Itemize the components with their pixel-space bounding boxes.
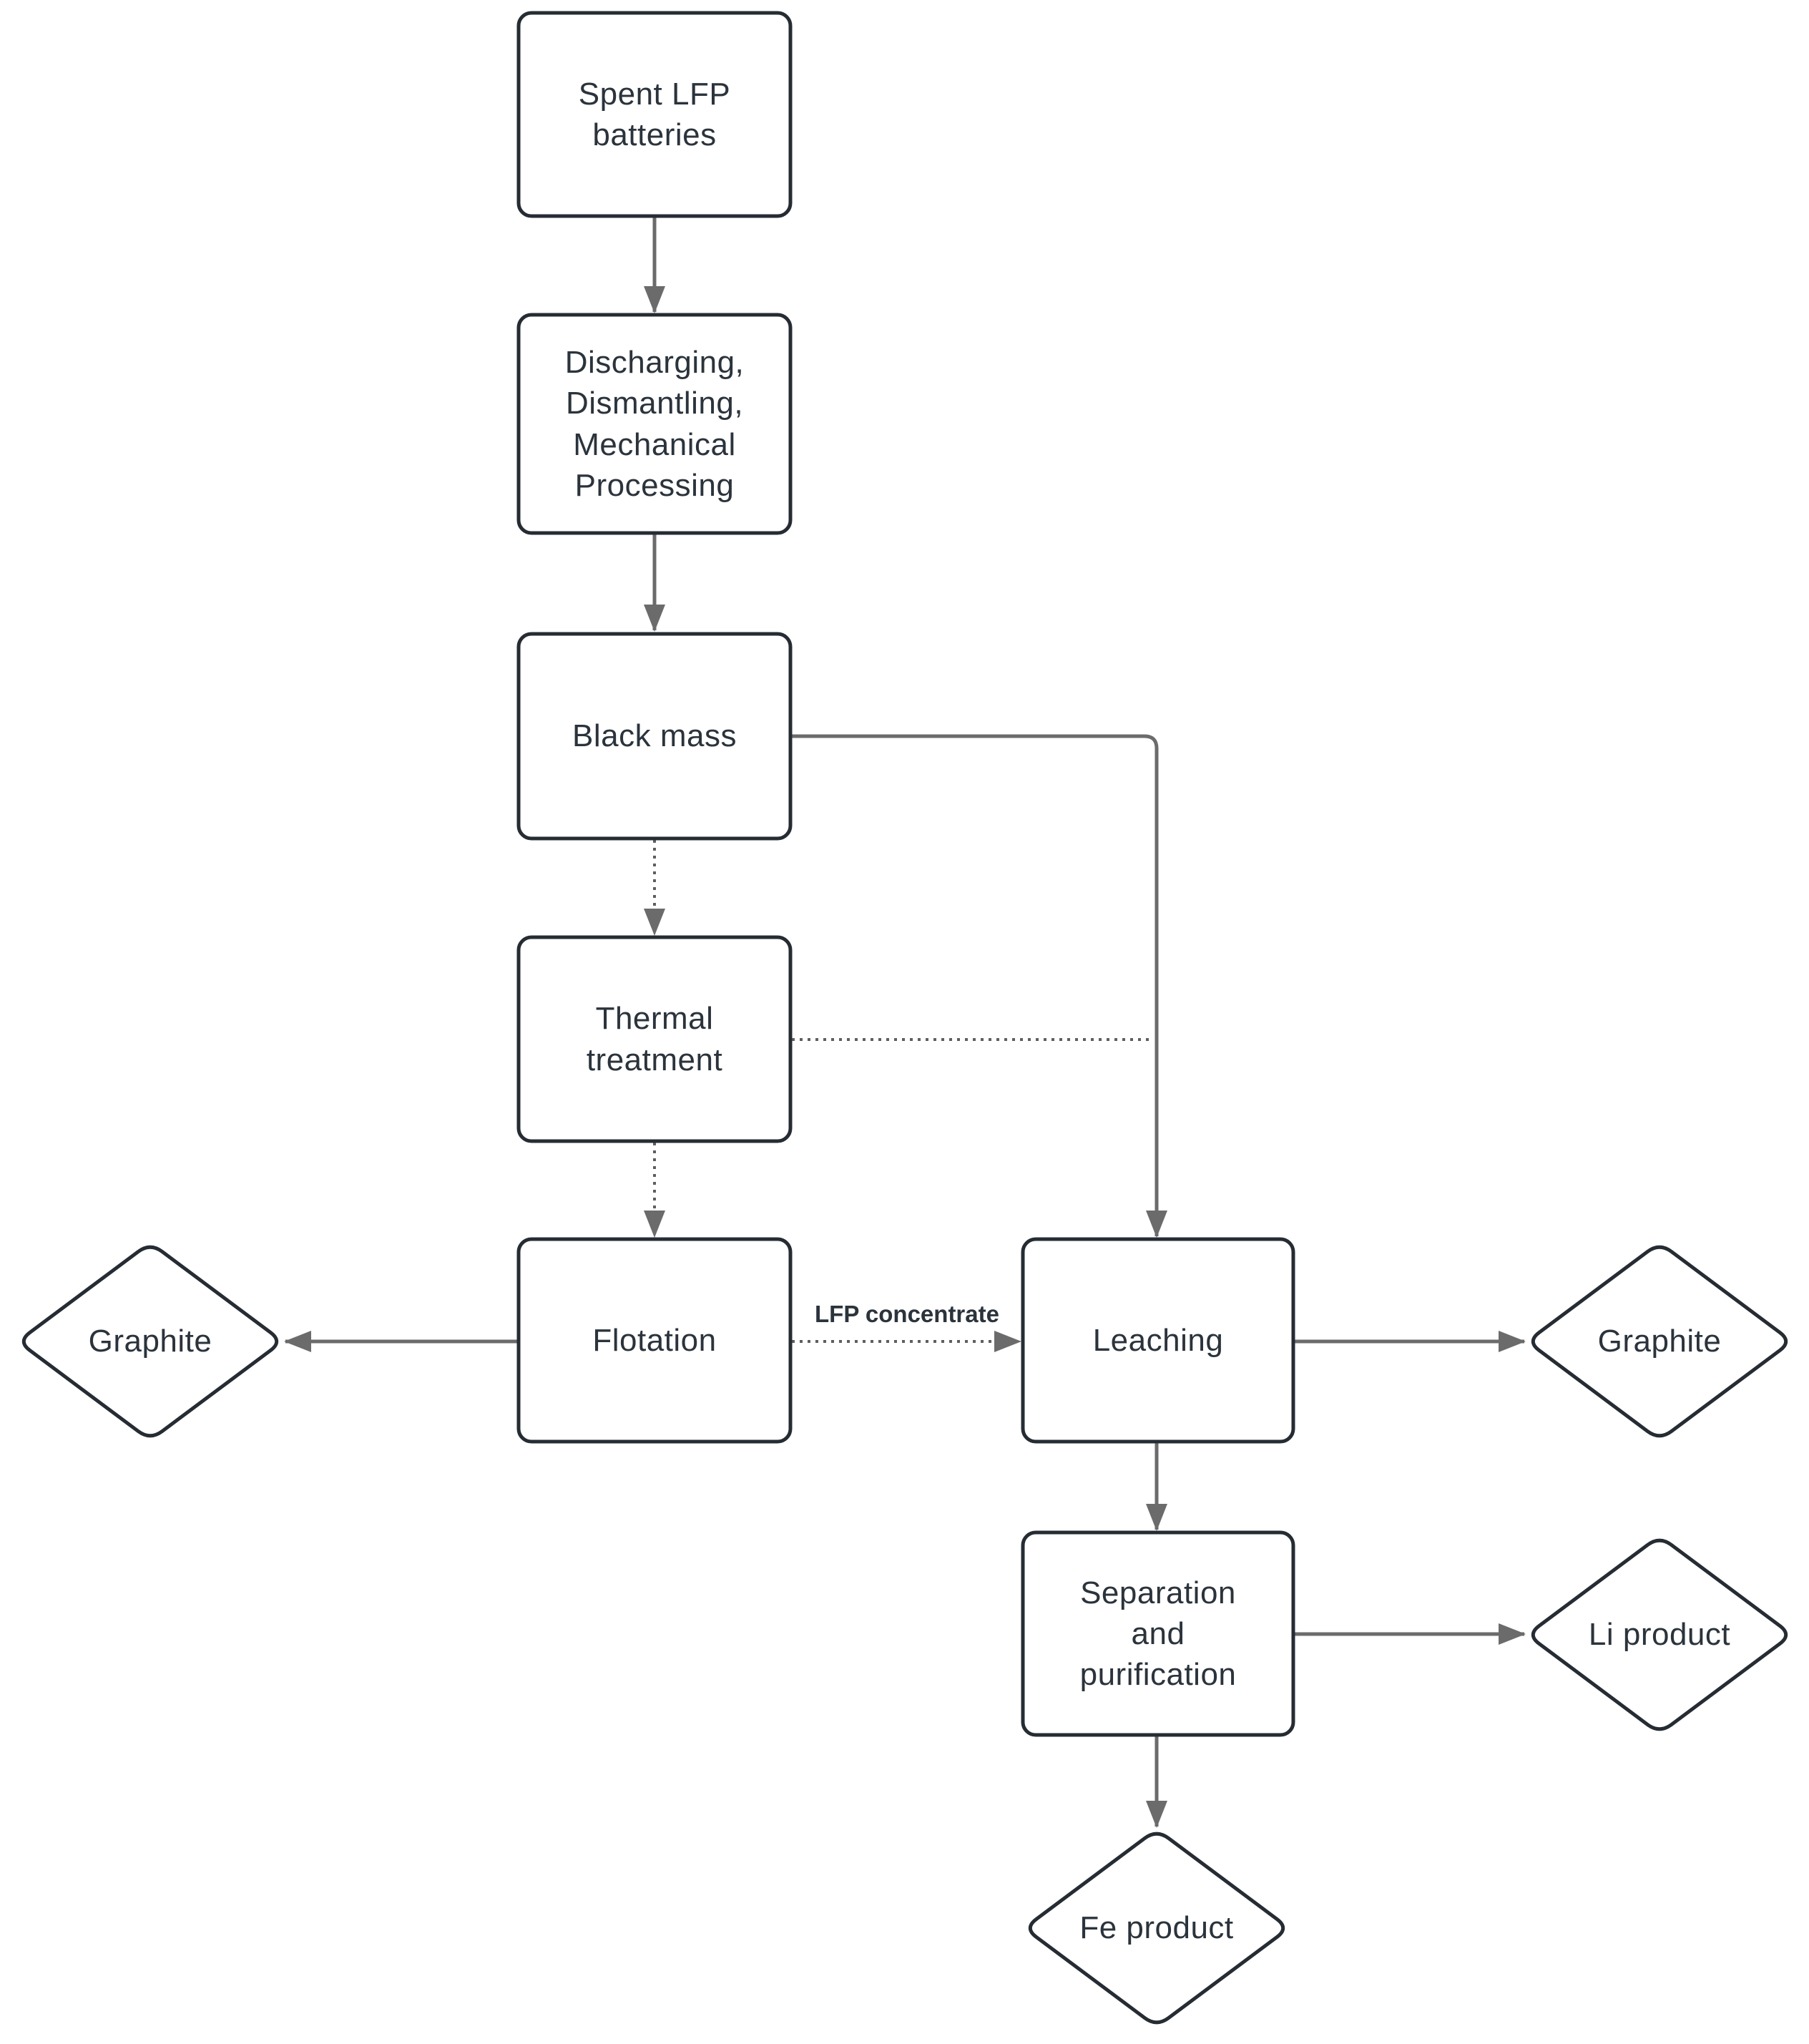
node-leaching-box — [1021, 1237, 1295, 1444]
node-black-mass-label: Black mass — [572, 718, 737, 754]
node-fe-product-label: Fe product — [1079, 1910, 1234, 1946]
edge-label-lfp-concentrate: LFP concentrate — [815, 1301, 999, 1327]
node-graphite-left-label: Graphite — [88, 1324, 212, 1359]
node-flotation-box — [516, 1237, 793, 1444]
node-separation-purification-box — [1021, 1530, 1295, 1737]
node-flotation-label: Flotation — [592, 1322, 717, 1358]
node-graphite-right-label: Graphite — [1597, 1324, 1722, 1359]
node-li-product-label: Li product — [1588, 1617, 1731, 1653]
node-thermal-treatment-box — [516, 935, 793, 1143]
node-spent-lfp-batteries-label: Spent LFP batteries — [578, 76, 731, 152]
node-black-mass-box — [516, 632, 793, 841]
node-thermal-treatment-label: Thermal treatment — [586, 1001, 723, 1077]
node-spent-lfp-batteries-box — [516, 11, 793, 218]
node-separation-purification-label: Separation and purification — [1079, 1575, 1237, 1693]
edge-black-mass-to-leaching — [792, 734, 1167, 1238]
node-discharging-dismantling-box — [516, 313, 793, 535]
node-discharging-dismantling-label: Discharging, Dismantling, Mechanical Pro… — [564, 345, 745, 503]
node-leaching-label: Leaching — [1092, 1322, 1224, 1358]
